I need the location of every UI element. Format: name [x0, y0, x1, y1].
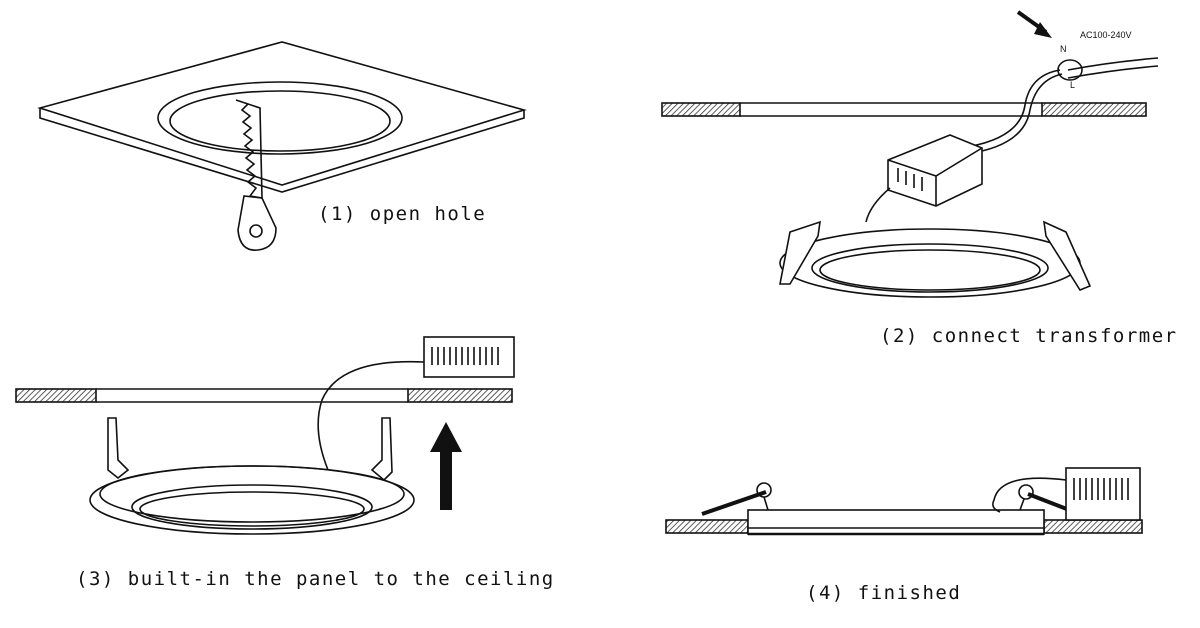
- led-panel-outer: [779, 228, 1081, 298]
- voltage-label: AC100-240V: [1080, 30, 1132, 40]
- led-panel-inner: [811, 243, 1049, 293]
- saw-blade: [235, 99, 263, 199]
- led-panel-installed: [747, 509, 1045, 535]
- transformer-box: [423, 336, 515, 378]
- spring-clip-left: [701, 490, 767, 516]
- ceiling-section-left: [15, 388, 97, 403]
- saw-handle: [237, 195, 277, 251]
- ceiling-section-right: [1041, 102, 1147, 117]
- push-up-arrow-icon: [430, 422, 462, 510]
- spring-clip-left: [107, 417, 130, 480]
- step3-caption: (3) built-in the panel to the ceiling: [76, 568, 555, 590]
- step1-caption: (1) open hole: [318, 203, 487, 225]
- step2-caption: (2) connect transformer: [880, 325, 1178, 347]
- neutral-wire-label: N: [1060, 44, 1067, 54]
- step4-caption: (4) finished: [806, 582, 962, 604]
- live-wire-label: L: [1070, 80, 1076, 90]
- saw-handle-hole: [249, 224, 263, 238]
- spring-clip-right: [370, 417, 393, 482]
- spring-clip-left: [779, 220, 821, 285]
- led-panel-inner: [131, 484, 373, 530]
- ceiling-section-right: [1043, 519, 1143, 534]
- step2-connect-transformer-illustration: [661, 10, 1159, 298]
- lead-wire: [992, 477, 1067, 513]
- ceiling-section-left: [665, 519, 749, 534]
- cut-hole: [157, 81, 403, 155]
- step1-open-hole-illustration: [37, 41, 527, 251]
- cut-hole-inner: [169, 90, 391, 152]
- ceiling-board-edge: [39, 108, 525, 193]
- transformer-box: [887, 134, 983, 207]
- step3-install-panel-illustration: [15, 336, 515, 535]
- ceiling-section-left: [661, 102, 741, 117]
- spring-clip-right: [1043, 220, 1092, 291]
- transformer-box: [1065, 467, 1141, 521]
- lead-wire: [317, 360, 425, 471]
- ceiling-section-right: [407, 388, 513, 403]
- ceiling-board: [37, 41, 527, 186]
- lead-wire: [865, 187, 891, 223]
- mains-cable: [1067, 57, 1159, 71]
- step4-finished-illustration: [665, 467, 1143, 536]
